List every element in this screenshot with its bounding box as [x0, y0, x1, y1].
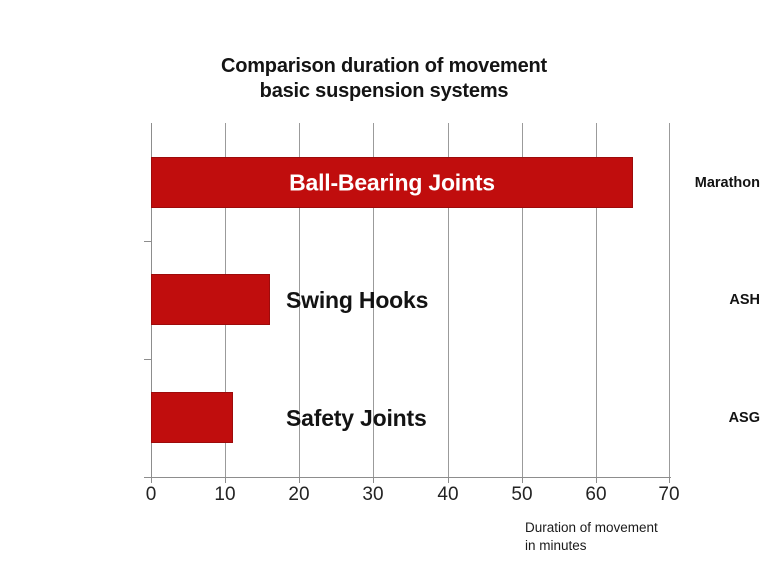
x-tick-label-40: 40	[437, 484, 459, 505]
x-tick-70	[669, 477, 670, 483]
chart-title: Comparison duration of movement basic su…	[0, 54, 768, 104]
y-tick-band-2	[144, 359, 151, 360]
chart-title-line-2: basic suspension systems	[259, 80, 509, 102]
chart-title-line-1: Comparison duration of movement	[220, 55, 548, 77]
x-axis-line	[151, 477, 671, 478]
y-tick-band-1	[144, 241, 151, 242]
category-label-marathon: Marathon	[694, 175, 760, 191]
gridline-70	[669, 123, 670, 477]
category-label-ash: ASH	[729, 292, 760, 308]
y-tick-band-3	[144, 477, 151, 478]
x-axis-title-line-1: Duration of movement	[525, 520, 658, 535]
bar-asg[interactable]	[151, 392, 233, 443]
x-tick-label-10: 10	[214, 484, 236, 505]
bar-label-ash: Swing Hooks	[286, 287, 429, 313]
x-tick-label-0: 0	[145, 484, 157, 505]
x-tick-60	[596, 477, 597, 483]
gridline-20	[299, 123, 300, 477]
category-label-asg: ASG	[728, 410, 760, 426]
x-tick-30	[373, 477, 374, 483]
x-tick-10	[225, 477, 226, 483]
gridline-40	[448, 123, 449, 477]
x-tick-0	[151, 477, 152, 483]
bar-ash[interactable]	[151, 274, 270, 325]
bar-marathon[interactable]: Ball-Bearing Joints	[151, 157, 633, 208]
gridline-30	[373, 123, 374, 477]
x-tick-label-70: 70	[658, 484, 680, 505]
x-tick-label-20: 20	[288, 484, 310, 505]
x-tick-40	[448, 477, 449, 483]
x-axis-title: Duration of movement in minutes	[525, 519, 658, 555]
bar-label-asg: Safety Joints	[286, 405, 427, 431]
gridline-50	[522, 123, 523, 477]
x-axis-title-line-2: in minutes	[525, 538, 587, 553]
x-tick-label-60: 60	[585, 484, 607, 505]
plot-area: Ball-Bearing Joints Swing Hooks Safety J…	[151, 123, 670, 477]
gridline-60	[596, 123, 597, 477]
x-tick-label-50: 50	[511, 484, 533, 505]
x-tick-50	[522, 477, 523, 483]
x-tick-label-30: 30	[362, 484, 384, 505]
bar-label-marathon: Ball-Bearing Joints	[289, 169, 495, 195]
x-tick-20	[299, 477, 300, 483]
